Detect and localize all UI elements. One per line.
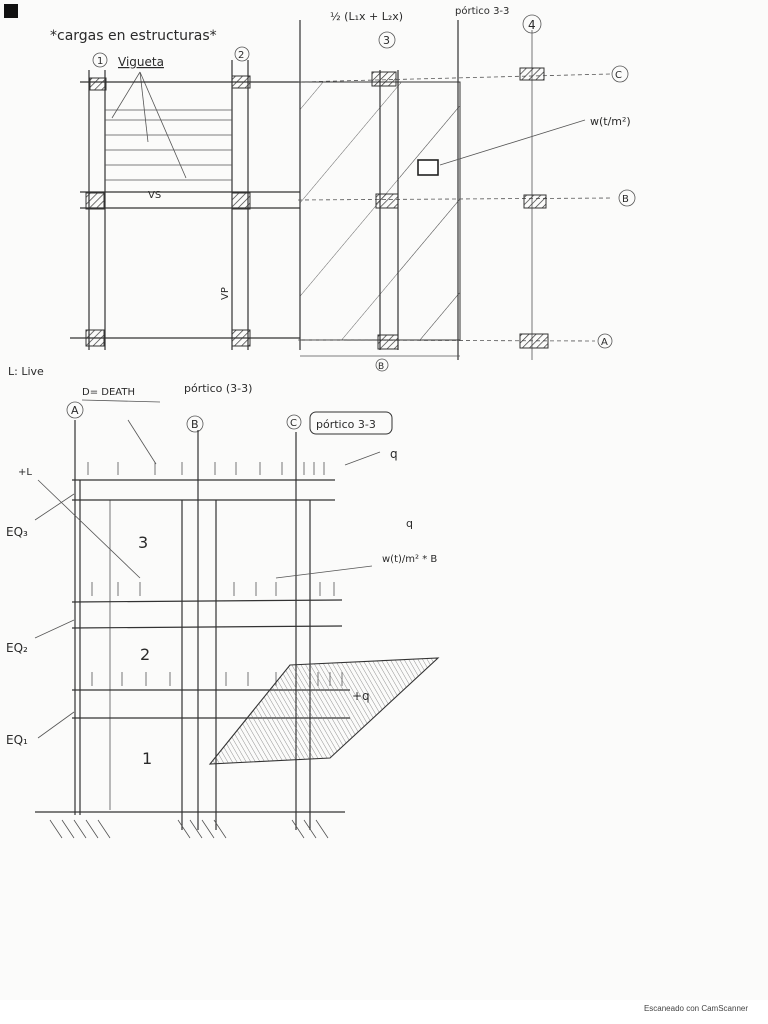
load-arrows-level-2 <box>91 582 335 596</box>
column-3-mid <box>375 193 399 209</box>
column-3-bottom <box>377 334 399 350</box>
frame-axis-bubble-a <box>66 401 84 419</box>
q-label: q <box>390 447 398 461</box>
column-2-bottom <box>231 329 251 347</box>
column-3-top <box>371 71 397 87</box>
frame-axis-bubble-b <box>186 415 204 433</box>
frame-axis-label-b: B <box>191 418 199 431</box>
w-label: w(t/m²) <box>590 115 631 128</box>
load-arrows-level-3 <box>87 462 325 475</box>
load-area-square <box>417 159 439 176</box>
portico-label-top: pórtico 3-3 <box>455 5 509 17</box>
axis-label-c: C <box>615 70 622 81</box>
axis-label-2: 2 <box>238 50 244 61</box>
axis-label-3: 3 <box>383 34 390 47</box>
frame-axis-bubble-c <box>286 414 302 430</box>
axis-bubble-1 <box>92 52 108 68</box>
legend: L: Live D= DEATH pórtico (3-3) <box>8 365 252 403</box>
axis-label-4: 4 <box>528 18 536 32</box>
footer-bar: Escaneado con CamScanner <box>0 1000 768 1024</box>
plan-left: *cargas en estructuras* 1 2 Vigueta VS V… <box>50 28 300 350</box>
vs-label: VS <box>148 190 161 201</box>
axis-label-b: B <box>622 194 629 205</box>
axis-label-bottom-b: B <box>378 362 384 372</box>
l-label: +L <box>18 467 32 478</box>
axis-bubble-2 <box>234 46 250 62</box>
plan-right: ½ (L₁x + L₂x) pórtico 3-3 3 4 C B A w(t/… <box>297 5 636 372</box>
portico-box <box>309 411 393 435</box>
frame-axis-label-c: C <box>290 418 297 429</box>
axis-bubble-a <box>597 333 613 349</box>
q-formula: w(t)/m² * B <box>382 554 437 565</box>
width-formula: ½ (L₁x + L₂x) <box>330 10 403 23</box>
sheet-title: *cargas en estructuras* <box>50 28 217 44</box>
column-4-bottom <box>519 333 549 349</box>
column-4-mid <box>523 194 547 209</box>
column-1-top <box>89 77 107 91</box>
vigueta-label: Vigueta <box>118 55 164 69</box>
portico-caption: pórtico (3-3) <box>184 382 252 395</box>
axis-bubble-4 <box>522 14 542 34</box>
axis-bubble-3 <box>378 31 396 49</box>
column-1-mid <box>85 192 105 210</box>
portico-box-label: pórtico 3-3 <box>316 418 376 431</box>
corner-mark <box>4 4 18 18</box>
q-formula-top: q <box>406 517 413 530</box>
frame-elevation: A B C pórtico 3-3 <box>6 401 440 839</box>
axis-label-1: 1 <box>97 56 103 67</box>
vp-label: VP <box>220 287 231 300</box>
axis-bubble-b <box>618 189 636 207</box>
floor-1-label: 1 <box>142 749 152 768</box>
frame-axis-label-a: A <box>71 404 79 417</box>
column-1-bottom <box>85 329 105 347</box>
floor-2-label: 2 <box>140 645 150 664</box>
live-label: L: Live <box>8 365 44 378</box>
axis-label-a: A <box>601 337 608 348</box>
sketch-canvas: *cargas en estructuras* 1 2 Vigueta VS V… <box>6 5 636 839</box>
scanner-credit: Escaneado con CamScanner <box>643 1004 748 1013</box>
death-label: D= DEATH <box>82 387 135 398</box>
column-2-mid <box>231 192 251 210</box>
column-4-top <box>519 67 545 81</box>
eq3-label: EQ₃ <box>6 525 28 539</box>
eq2-label: EQ₂ <box>6 641 28 655</box>
eq1-label: EQ₁ <box>6 733 28 747</box>
floor-3-label: 3 <box>138 533 148 552</box>
axis-bubble-bottom-b <box>375 358 389 372</box>
floor-slab-sketch <box>208 657 440 765</box>
column-2-top <box>231 75 251 89</box>
axis-bubble-c <box>611 65 629 83</box>
